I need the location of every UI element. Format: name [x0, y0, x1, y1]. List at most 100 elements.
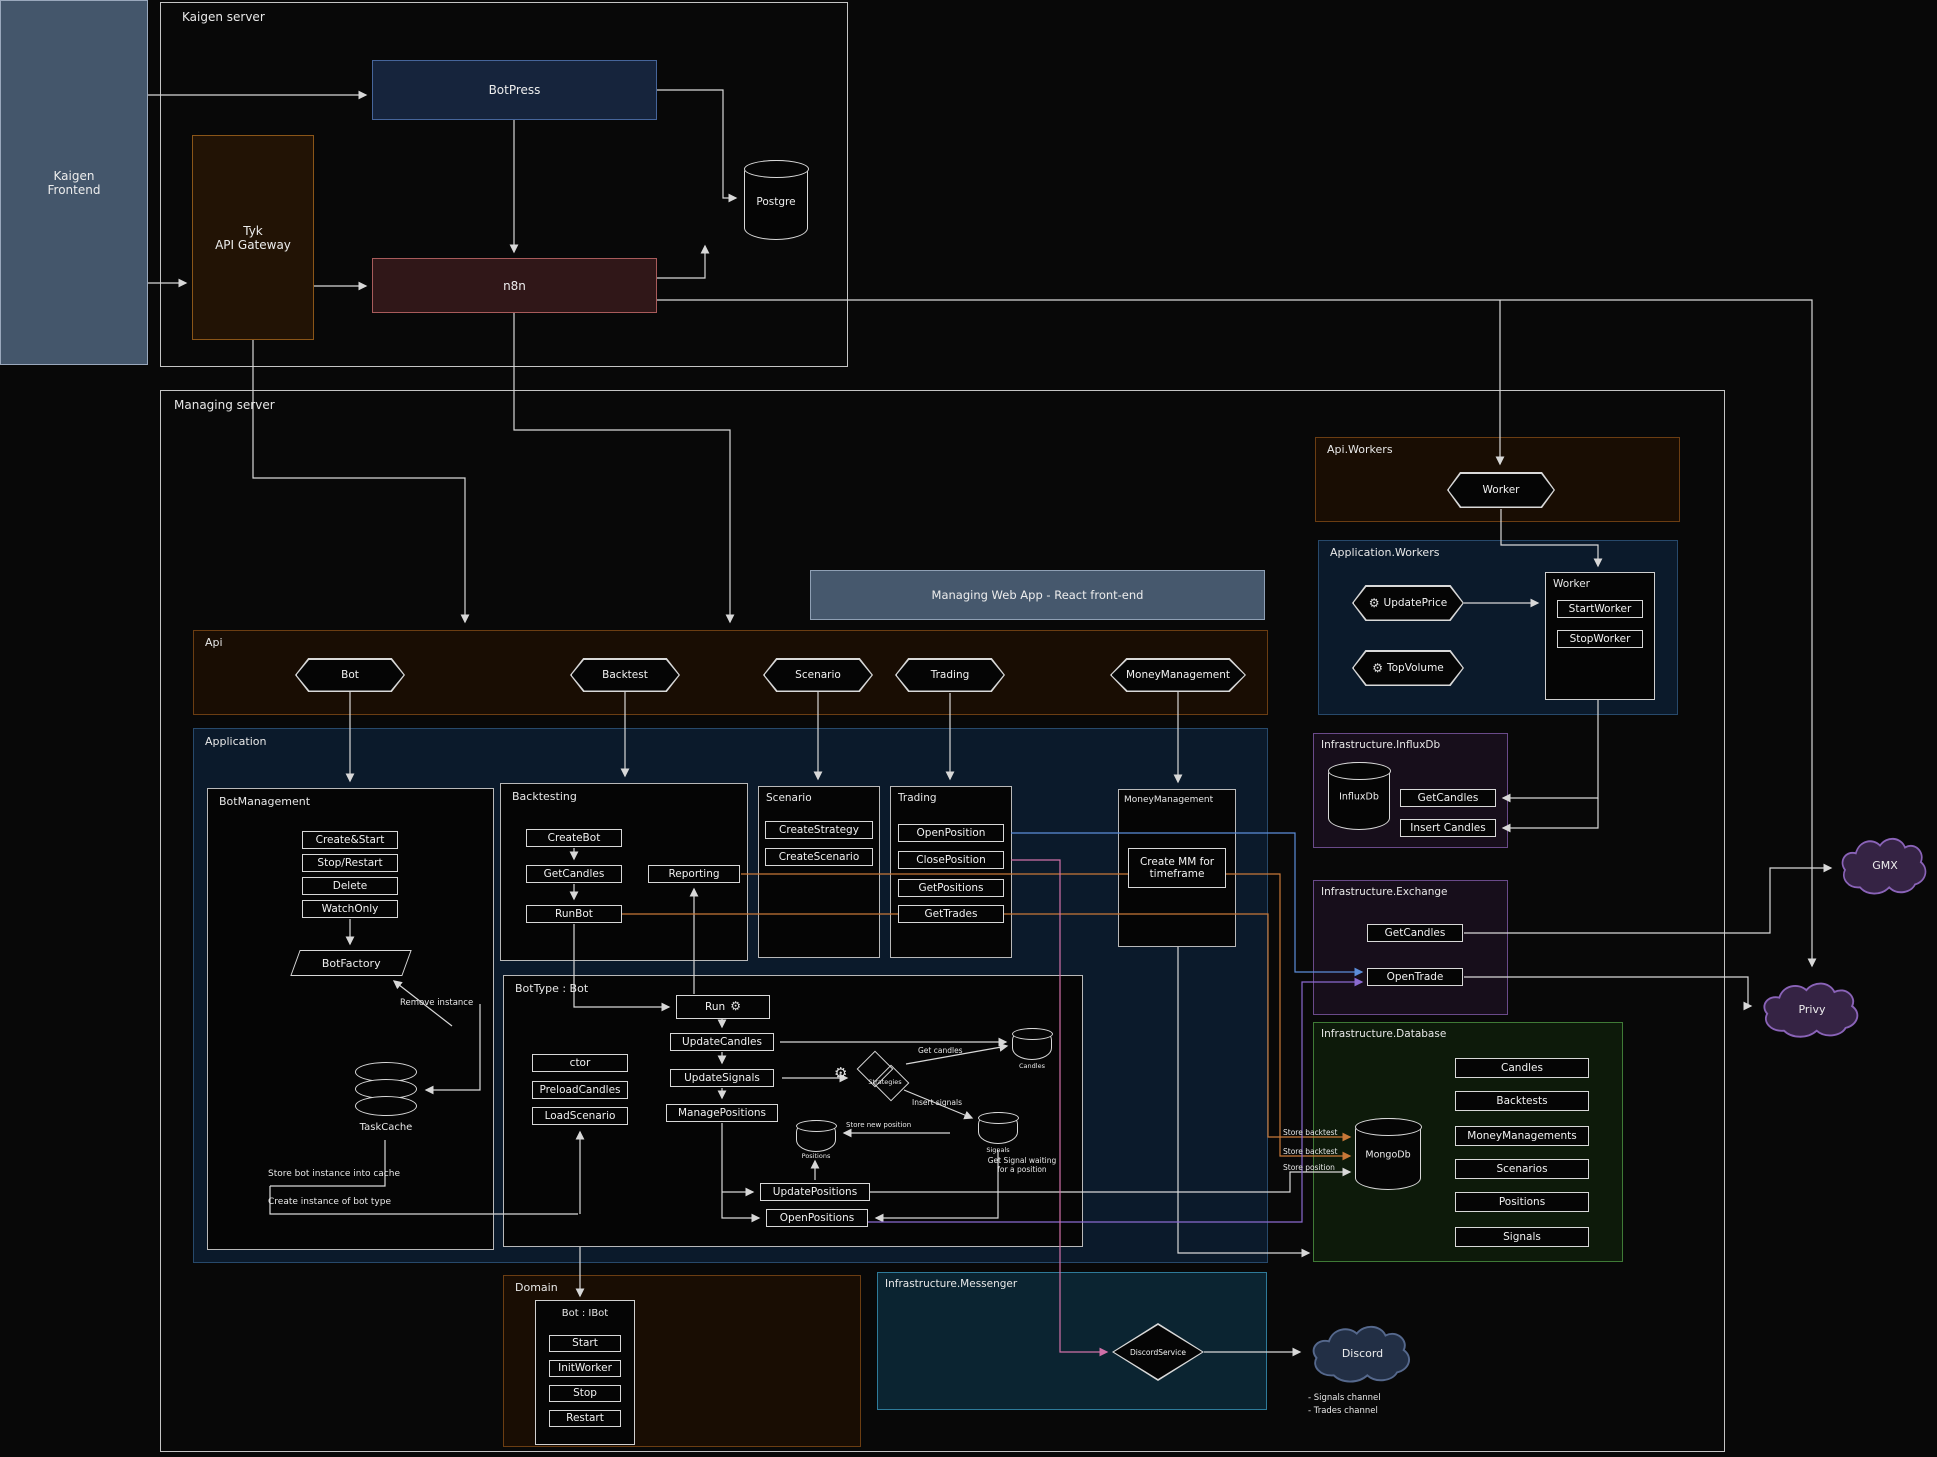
positions-db-cylinder	[795, 1119, 837, 1152]
influxdb-cylinder: InfluxDb	[1327, 761, 1391, 830]
init-worker-node: InitWorker	[549, 1360, 621, 1377]
endpoint-label: Scenario	[795, 669, 841, 681]
load-scenario-node: LoadScenario	[532, 1107, 628, 1125]
bot-factory-node: BotFactory	[290, 950, 412, 976]
top-volume-hex: TopVolume	[1352, 650, 1464, 686]
collection-positions-node: Positions	[1455, 1192, 1589, 1212]
start-worker-node: StartWorker	[1557, 600, 1643, 618]
create-mm-node: Create MM for timeframe	[1128, 848, 1226, 888]
endpoint-label: Trading	[930, 669, 970, 681]
exchange-group-label: Infrastructure.Exchange	[1321, 886, 1448, 898]
create-instance-note: Create instance of bot type	[268, 1197, 392, 1207]
strategies-label: Strategies	[868, 1078, 902, 1086]
trading-box	[890, 786, 1012, 958]
endpoint-label: Bot	[341, 669, 359, 681]
managing-server-group	[160, 390, 1725, 1452]
discord-service-label: DiscordService	[1130, 1347, 1186, 1357]
get-signal-note: Get Signal waiting for a position	[987, 1156, 1057, 1174]
worker-box-label: Worker	[1553, 578, 1590, 590]
domain-group-label: Domain	[515, 1281, 558, 1294]
cloud-shape	[1763, 982, 1859, 1038]
gear-icon	[1372, 661, 1383, 675]
postgre-db-cylinder: Postgre	[743, 159, 809, 240]
get-positions-node: GetPositions	[898, 879, 1004, 897]
collection-signals-node: Signals	[1455, 1227, 1589, 1247]
influx-insert-candles-node: Insert Candles	[1400, 819, 1496, 837]
gear-icon	[1369, 596, 1380, 610]
task-cache-db	[355, 1096, 417, 1116]
api-endpoint-bot: Bot	[295, 658, 405, 692]
delete-node: Delete	[302, 877, 398, 895]
gmx-label: GMX	[1872, 858, 1898, 872]
gmx-cloud: GMX	[1835, 830, 1935, 900]
mongodb-label: MongoDb	[1365, 1149, 1411, 1161]
influxdb-label: InfluxDb	[1339, 791, 1379, 803]
update-signals-node: UpdateSignals	[670, 1069, 774, 1087]
backtesting-label: Backtesting	[512, 790, 577, 803]
bot-factory-label: BotFactory	[321, 956, 381, 970]
store-new-position-note: Store new position	[846, 1121, 912, 1129]
application-label: Application	[205, 735, 267, 748]
task-cache-label: TaskCache	[359, 1122, 413, 1133]
ctor-node: ctor	[532, 1054, 628, 1072]
create-start-node: Create&Start	[302, 831, 398, 849]
api-endpoint-trading: Trading	[895, 658, 1005, 692]
n8n-node: n8n	[372, 258, 657, 313]
kaigen-server-group	[160, 2, 848, 367]
store-backtest-note: Store backtest	[1283, 1128, 1338, 1137]
insert-signals-note: Insert signals	[912, 1098, 962, 1107]
get-candles-note: Get candles	[918, 1046, 963, 1055]
influx-get-candles-node: GetCandles	[1400, 789, 1496, 807]
api-endpoint-scenario: Scenario	[763, 658, 873, 692]
api-endpoint-moneymanagement: MoneyManagement	[1110, 658, 1246, 692]
get-trades-node: GetTrades	[898, 905, 1004, 923]
update-price-hex: UpdatePrice	[1352, 585, 1464, 621]
messenger-group	[877, 1272, 1267, 1410]
create-scenario-node: CreateScenario	[765, 848, 873, 866]
kaigen-frontend-label: Kaigen Frontend	[47, 168, 101, 197]
kaigen-server-label: Kaigen server	[182, 10, 265, 24]
update-price-label: UpdatePrice	[1383, 597, 1448, 609]
collection-backtests-node: Backtests	[1455, 1091, 1589, 1111]
store-position-note: Store position	[1283, 1163, 1335, 1172]
collection-scenarios-node: Scenarios	[1455, 1159, 1589, 1179]
restart-node: Restart	[549, 1410, 621, 1427]
trading-label: Trading	[898, 792, 937, 804]
open-positions-node: OpenPositions	[766, 1209, 868, 1227]
watchonly-node: WatchOnly	[302, 900, 398, 918]
mongodb-cylinder: MongoDb	[1354, 1117, 1422, 1190]
bot-management-label: BotManagement	[219, 795, 311, 808]
stop-node: Stop	[549, 1385, 621, 1402]
n8n-label: n8n	[503, 278, 526, 293]
reporting-node: Reporting	[648, 865, 740, 883]
database-group-label: Infrastructure.Database	[1321, 1028, 1447, 1040]
api-endpoint-backtest: Backtest	[570, 658, 680, 692]
positions-db-label: Positions	[801, 1152, 831, 1160]
remove-instance-note: Remove instance	[400, 998, 474, 1008]
endpoint-label: Backtest	[602, 669, 648, 681]
managing-server-label: Managing server	[174, 398, 275, 412]
close-position-node: ClosePosition	[898, 851, 1004, 869]
bot-ibot-label: Bot : IBot	[561, 1308, 609, 1319]
manage-positions-node: ManagePositions	[666, 1104, 778, 1122]
run-label: Run	[705, 1000, 726, 1013]
scenario-label: Scenario	[766, 792, 812, 804]
candles-db-cylinder	[1011, 1027, 1053, 1060]
tyk-gateway-label: Tyk API Gateway	[215, 223, 291, 252]
bot-type-label: BotType : Bot	[515, 982, 589, 995]
run-bot-node: RunBot	[526, 905, 622, 923]
endpoint-label: MoneyManagement	[1126, 669, 1230, 681]
gear-icon	[834, 1063, 847, 1082]
create-strategy-node: CreateStrategy	[765, 821, 873, 839]
cloud-shape	[1312, 1325, 1411, 1383]
candles-db-label: Candles	[1019, 1062, 1045, 1070]
signals-db-cylinder	[977, 1111, 1019, 1144]
api-bar-label: Api	[205, 636, 223, 649]
gear-icon	[730, 1000, 741, 1014]
discord-label: Discord	[1341, 1346, 1384, 1360]
money-management-label: MoneyManagement	[1124, 795, 1214, 805]
privy-label: Privy	[1798, 1002, 1826, 1016]
managing-web-app-label: Managing Web App - React front-end	[931, 588, 1144, 602]
store-instance-note: Store bot instance into cache	[268, 1169, 400, 1179]
